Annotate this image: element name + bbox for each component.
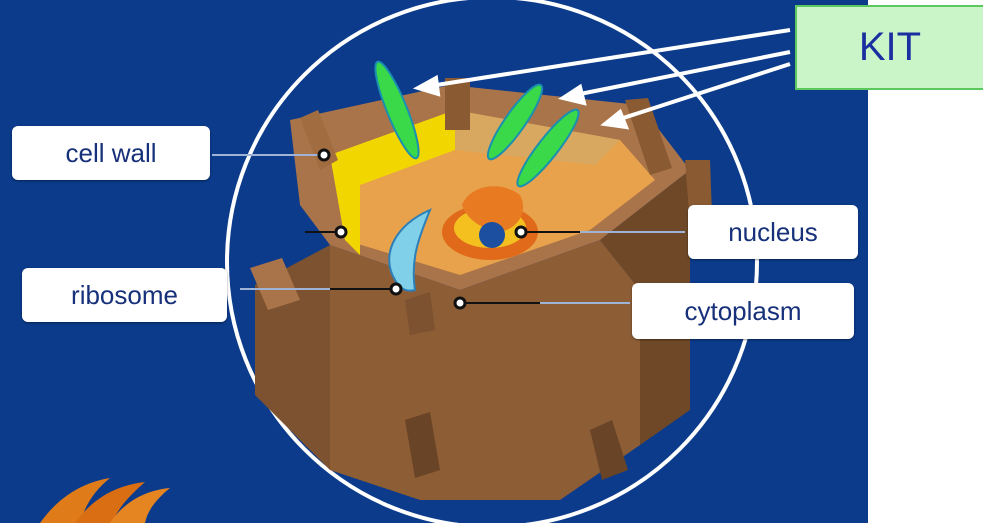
leaf-decoration	[40, 478, 170, 523]
kit-label-box: KIT	[795, 5, 983, 90]
label-nucleus: nucleus	[688, 205, 858, 259]
label-cytoplasm: cytoplasm	[632, 283, 854, 339]
kit-label: KIT	[859, 25, 921, 70]
label-ribosome: ribosome	[22, 268, 227, 322]
diagram-canvas: cell wall ribosome nucleus cytoplasm	[0, 0, 868, 523]
plant-cell-diagram	[0, 0, 868, 523]
label-cell-wall: cell wall	[12, 126, 210, 180]
